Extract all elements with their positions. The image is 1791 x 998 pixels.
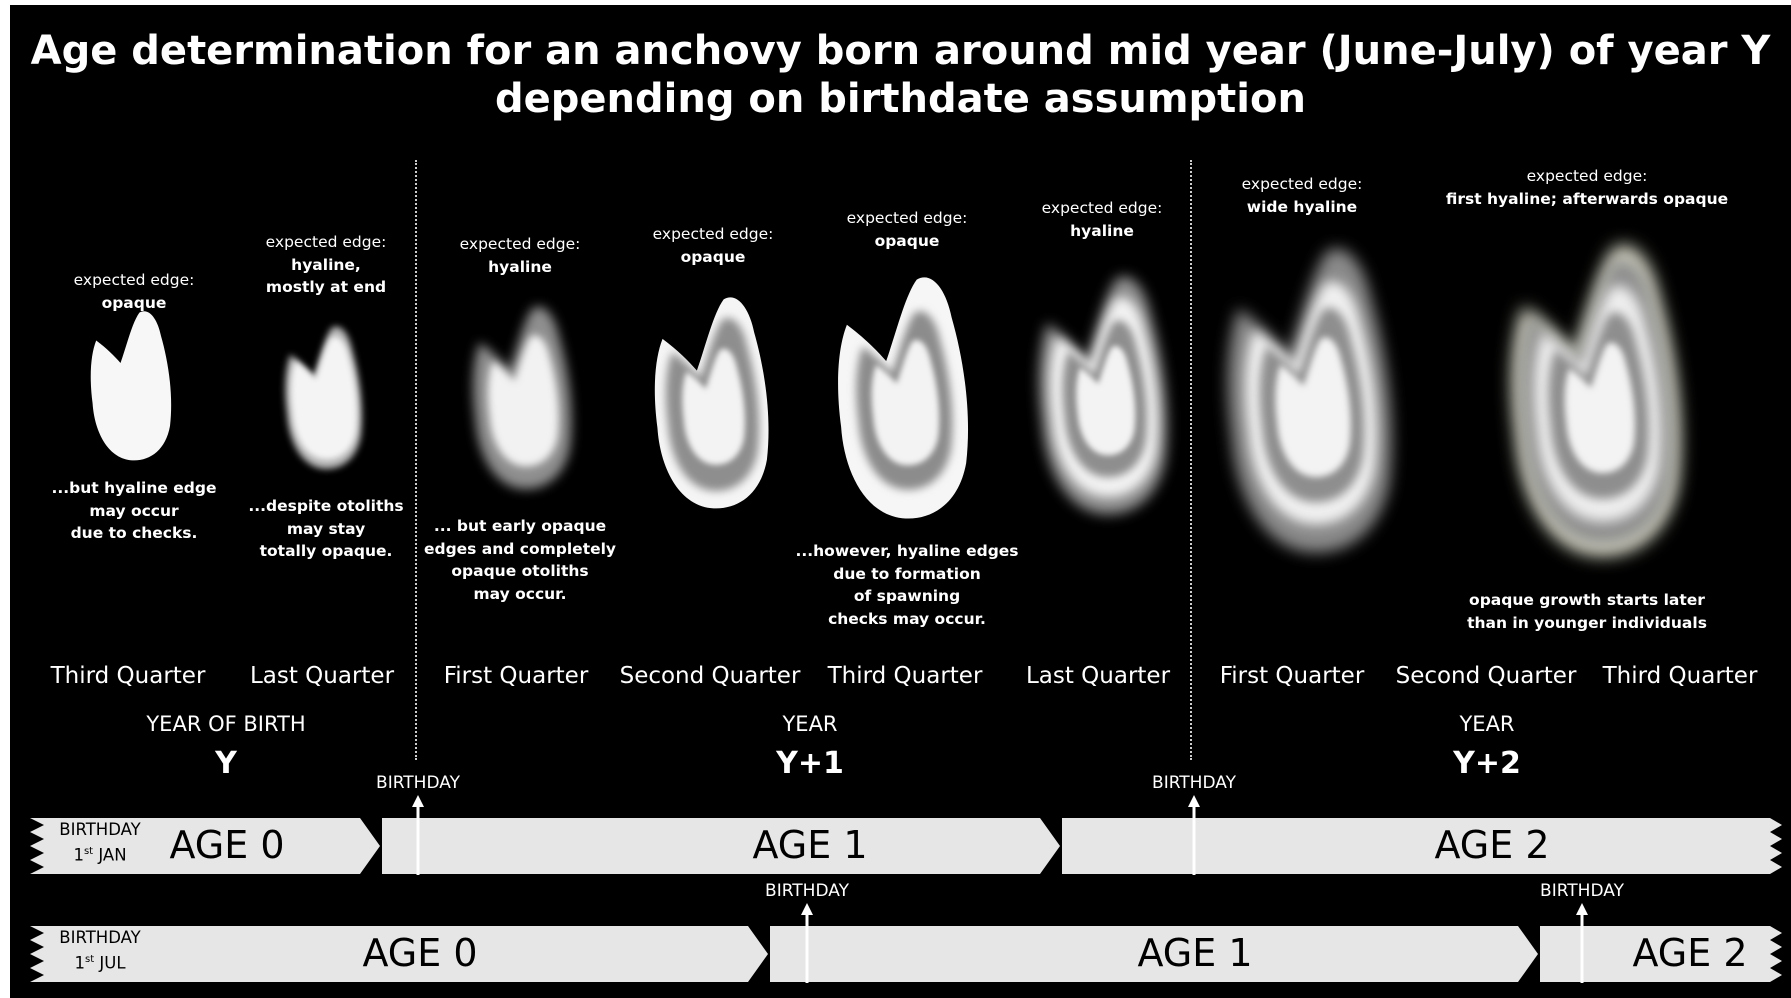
year-divider-2 <box>1190 160 1192 760</box>
year-value-y1: Y+1 <box>776 746 844 781</box>
otolith-2-caption: ...despite otoliths may stay totally opa… <box>248 495 403 563</box>
quarter-label: Third Quarter <box>828 663 983 689</box>
caption-line: than in younger individuals <box>1467 612 1707 635</box>
otolith-4-edge-value: opaque <box>653 246 774 269</box>
year-divider-1 <box>415 160 417 760</box>
otolith-8-caption: opaque growth starts later than in young… <box>1467 589 1707 634</box>
otolith-8-edge-value: first hyaline; afterwards opaque <box>1446 188 1728 211</box>
quarter-label: Third Quarter <box>1603 663 1758 689</box>
timeline-jan-age1: AGE 1 <box>752 823 867 867</box>
otolith-2-edge-head: expected edge: <box>266 231 387 254</box>
quarter-label: Last Quarter <box>250 663 394 689</box>
otolith-5-image <box>828 255 988 540</box>
quarter-label: Second Quarter <box>1396 663 1577 689</box>
caption-line: may occur <box>52 500 217 523</box>
caption-line: opaque growth starts later <box>1467 589 1707 612</box>
otolith-5-edge-head: expected edge: <box>847 207 968 230</box>
caption-line: ...however, hyaline edges <box>795 540 1018 563</box>
otolith-8-edge-note: expected edge: first hyaline; afterwards… <box>1446 165 1728 210</box>
quarter-label: Last Quarter <box>1026 663 1170 689</box>
timeline-jan-age2-bar <box>1062 818 1782 874</box>
otolith-3-edge-value: hyaline <box>460 256 581 279</box>
caption-line: of spawning <box>795 585 1018 608</box>
otolith-3-edge-head: expected edge: <box>460 233 581 256</box>
otolith-8-image <box>1490 210 1715 590</box>
year-value-birth: Y <box>215 746 237 781</box>
otolith-3-caption: ... but early opaque edges and completel… <box>424 515 616 605</box>
timeline-jul-birthday-label: BIRTHDAY 1st JUL <box>59 927 140 975</box>
otolith-1-image <box>89 308 179 463</box>
caption-line: ...but hyaline edge <box>52 477 217 500</box>
timeline-jul <box>30 923 1790 985</box>
otolith-4-edge-note: expected edge: opaque <box>653 223 774 268</box>
otolith-7-image <box>1206 225 1426 575</box>
otolith-2-image <box>275 300 378 495</box>
otolith-6-edge-head: expected edge: <box>1042 197 1163 220</box>
caption-line: may occur. <box>424 583 616 606</box>
otolith-5-edge-value: opaque <box>847 230 968 253</box>
otolith-3-edge-note: expected edge: hyaline <box>460 233 581 278</box>
title-line-2: depending on birthdate assumption <box>10 71 1791 127</box>
otolith-6-edge-note: expected edge: hyaline <box>1042 197 1163 242</box>
timeline-jul-age0: AGE 0 <box>362 931 477 975</box>
otolith-6-image <box>1022 245 1194 545</box>
otolith-7-edge-value: wide hyaline <box>1242 196 1363 219</box>
otolith-2-edge-value-2: mostly at end <box>266 276 387 299</box>
year-value-y2: Y+2 <box>1453 746 1521 781</box>
otolith-8-edge-head: expected edge: <box>1446 165 1728 188</box>
timeline-jan-marker-arrow-2-icon <box>1186 795 1202 875</box>
timeline-jul-birthday-word: BIRTHDAY <box>59 927 140 949</box>
timeline-jul-marker-label-1: BIRTHDAY <box>765 881 849 901</box>
quarter-label: Second Quarter <box>620 663 801 689</box>
otolith-6-edge-value: hyaline <box>1042 220 1163 243</box>
quarter-label: Third Quarter <box>51 663 206 689</box>
timeline-jul-age1: AGE 1 <box>1137 931 1252 975</box>
diagram-slide: Age determination for an anchovy born ar… <box>10 5 1791 998</box>
otolith-1-edge-value: opaque <box>74 292 195 315</box>
timeline-jan-marker-arrow-1-icon <box>410 795 426 875</box>
caption-line: totally opaque. <box>248 540 403 563</box>
quarter-label: First Quarter <box>444 663 589 689</box>
caption-line: due to formation <box>795 563 1018 586</box>
year-label-y2: YEAR <box>1459 712 1514 736</box>
otolith-7-edge-note: expected edge: wide hyaline <box>1242 173 1363 218</box>
timeline-jan-marker-label-2: BIRTHDAY <box>1152 773 1236 793</box>
otolith-2-edge-note: expected edge: hyaline, mostly at end <box>266 231 387 299</box>
caption-line: checks may occur. <box>795 608 1018 631</box>
year-label-y1: YEAR <box>782 712 837 736</box>
caption-line: opaque otoliths <box>424 560 616 583</box>
otolith-2-edge-value: hyaline, <box>266 254 387 277</box>
timeline-jul-age2: AGE 2 <box>1632 931 1747 975</box>
otolith-7-edge-head: expected edge: <box>1242 173 1363 196</box>
timeline-jan-age1-bar <box>382 818 1060 874</box>
timeline-jul-marker-arrow-1-icon <box>799 903 815 983</box>
otolith-5-caption: ...however, hyaline edges due to formati… <box>795 540 1018 630</box>
otolith-3-image <box>460 280 592 515</box>
otolith-1-edge-head: expected edge: <box>74 269 195 292</box>
caption-line: may stay <box>248 518 403 541</box>
otolith-4-image <box>646 280 786 525</box>
timeline-jan-age2: AGE 2 <box>1434 823 1549 867</box>
otolith-4-edge-head: expected edge: <box>653 223 774 246</box>
caption-line: due to checks. <box>52 522 217 545</box>
timeline-jul-marker-label-2: BIRTHDAY <box>1540 881 1624 901</box>
quarter-label: First Quarter <box>1220 663 1365 689</box>
otolith-1-caption: ...but hyaline edge may occur due to che… <box>52 477 217 545</box>
otolith-5-edge-note: expected edge: opaque <box>847 207 968 252</box>
timeline-jan-birthday-word: BIRTHDAY <box>59 819 140 841</box>
timeline-jan-birthday-label: BIRTHDAY 1st JAN <box>59 819 140 867</box>
timeline-jan-birthday-date: 1st JAN <box>59 841 140 867</box>
timeline-jul-marker-arrow-2-icon <box>1574 903 1590 983</box>
timeline-jan-marker-label-1: BIRTHDAY <box>376 773 460 793</box>
caption-line: ...despite otoliths <box>248 495 403 518</box>
timeline-jul-birthday-date: 1st JUL <box>59 949 140 975</box>
otolith-1-edge-note: expected edge: opaque <box>74 269 195 314</box>
year-label-birth: YEAR OF BIRTH <box>146 712 305 736</box>
caption-line: edges and completely <box>424 538 616 561</box>
caption-line: ... but early opaque <box>424 515 616 538</box>
timeline-jan-age0: AGE 0 <box>169 823 284 867</box>
